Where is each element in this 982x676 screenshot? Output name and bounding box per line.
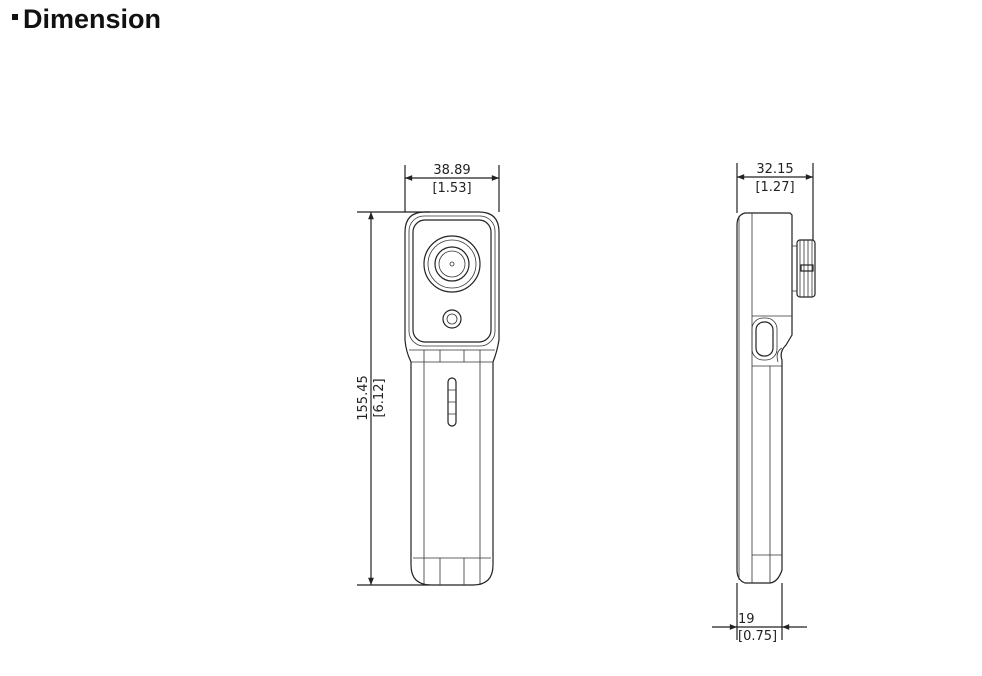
side-handle-dimension: 19 [0.75] bbox=[712, 583, 807, 644]
side-handle-mm: 19 bbox=[738, 612, 755, 627]
side-view: 32.15 [1.27] 19 [0.75] bbox=[712, 162, 816, 644]
front-height-mm: 155.45 bbox=[356, 375, 371, 421]
side-handle-in: [0.75] bbox=[738, 629, 777, 644]
section-title: Dimension bbox=[12, 4, 161, 35]
front-height-dimension: 155.45 [6.12] bbox=[356, 211, 430, 586]
front-width-in: [1.53] bbox=[432, 181, 471, 196]
front-width-mm: 38.89 bbox=[433, 163, 470, 178]
side-depth-dimension: 32.15 [1.27] bbox=[736, 162, 814, 240]
side-depth-mm: 32.15 bbox=[756, 162, 793, 177]
section-title-text: Dimension bbox=[23, 4, 162, 34]
side-depth-in: [1.27] bbox=[755, 180, 794, 195]
device-side bbox=[736, 212, 816, 584]
front-height-in: [6.12] bbox=[372, 378, 387, 417]
front-width-dimension: 38.89 [1.53] bbox=[404, 163, 500, 212]
device-front bbox=[404, 211, 500, 586]
front-view: 38.89 [1.53] 155.45 [6.12] bbox=[356, 163, 500, 586]
bullet-icon bbox=[12, 13, 18, 20]
